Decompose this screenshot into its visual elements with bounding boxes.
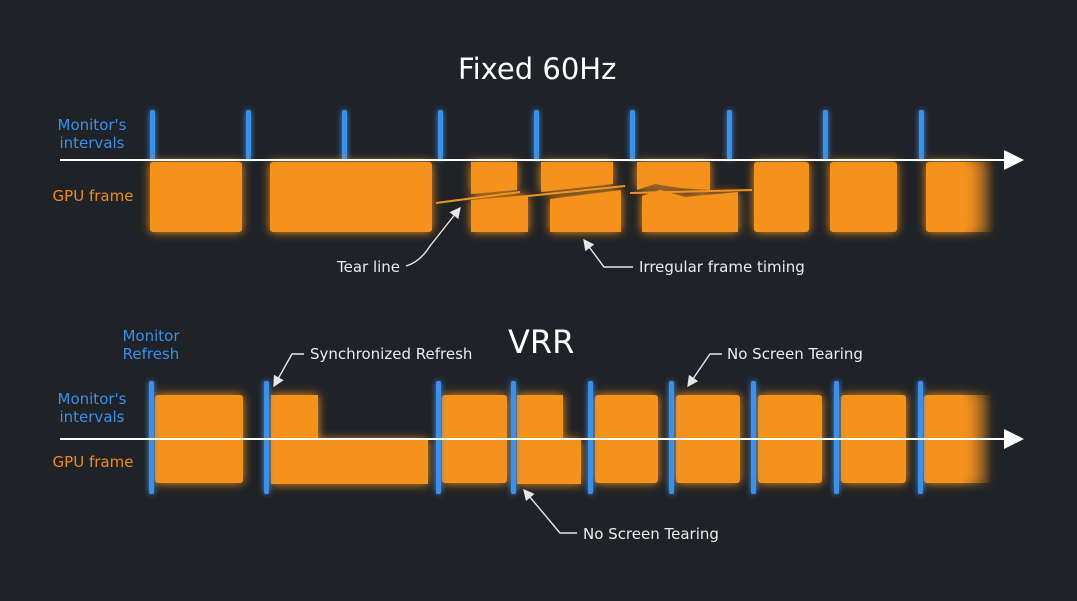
fixed-frame [270,162,432,232]
tear-line-arrow [405,206,461,267]
fixed-frame-torn-bottom [642,190,738,232]
gpu-frame-label-top: GPU frame [52,187,134,205]
vrr-tick [834,381,839,494]
synchronized-refresh-annotation: Synchronized Refresh [310,345,473,363]
vrr-monitor-ticks [149,381,923,494]
no-tearing-top-arrow [687,353,722,388]
fixed-tick [534,110,539,160]
fixed-frame-torn-bottom [471,195,528,232]
fixed-frame-torn-top [637,162,710,190]
vrr-tick [588,381,593,494]
fixed-monitor-ticks [150,110,924,160]
fixed-frame-torn-top [471,162,517,194]
fixed-tick [727,110,732,160]
vrr-tick [669,381,674,494]
fixed-frame [830,162,897,232]
fixed-tick [438,110,443,160]
irregular-timing-arrow [583,238,633,268]
fixed-tick [246,110,251,160]
fixed-60hz-title: Fixed 60Hz [458,52,617,86]
vrr-tick [149,381,154,494]
fixed-tick [919,110,924,160]
monitor-refresh-label: Monitor Refresh [122,327,180,363]
fixed-tick [823,110,828,160]
no-tearing-bottom-arrow [523,488,577,534]
tear-lines [435,185,753,204]
fixed-frame-torn-bottom [550,190,621,232]
no-screen-tearing-annotation-top: No Screen Tearing [727,345,863,363]
fixed-tick [150,110,155,160]
vrr-annotation-arrows [273,353,722,534]
fixed-frame [754,162,809,232]
vrr-tick [918,381,923,494]
vrr-tick [751,381,756,494]
tear-line-annotation: Tear line [337,258,401,276]
vrr-tick [264,381,269,494]
monitors-intervals-label-bottom: Monitor's intervals [57,390,127,426]
fixed-tick [630,110,635,160]
no-screen-tearing-annotation-bottom: No Screen Tearing [583,525,719,543]
fixed-frame-torn-top [541,162,613,192]
vrr-tick [511,381,516,494]
monitors-intervals-label-top: Monitor's intervals [57,116,127,152]
gpu-frame-label-bottom: GPU frame [52,453,134,471]
vrr-frame-extended [271,395,428,484]
fixed-tick [342,110,347,160]
fixed-annotation-arrows [405,206,633,268]
fixed-frame [150,162,242,232]
irregular-frame-timing-annotation: Irregular frame timing [639,258,805,276]
synchronized-refresh-arrow [273,353,304,388]
fixed-gpu-frames [150,162,994,232]
fixed-frame-fading [926,162,994,232]
vrr-tick [436,381,441,494]
vrr-title: VRR [508,323,575,361]
